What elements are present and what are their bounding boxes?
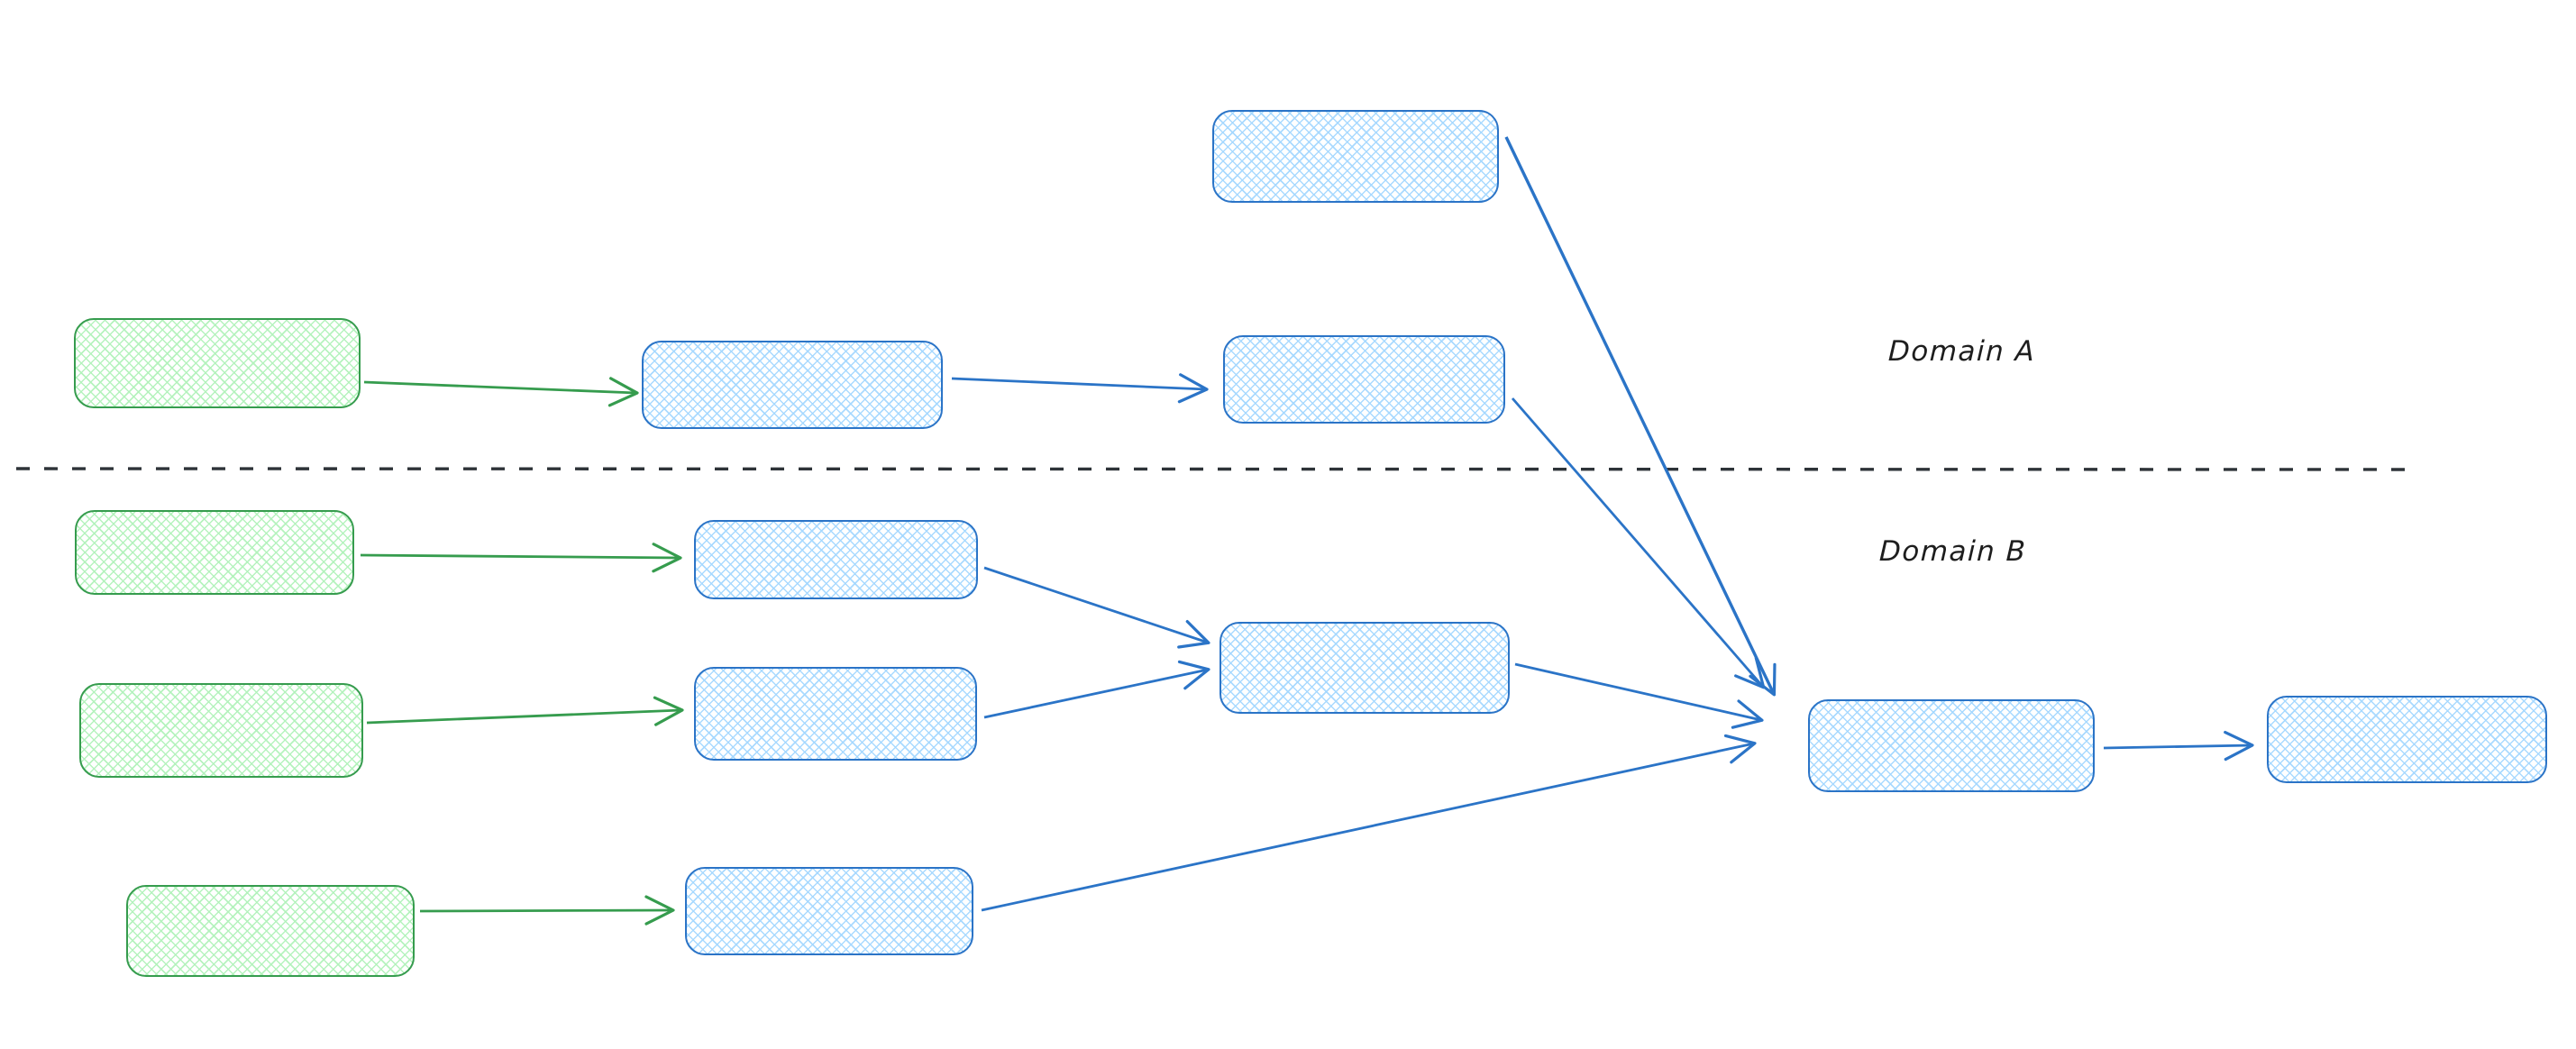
- node-blue-b-merge[interactable]: [1219, 622, 1510, 714]
- edge-green-b-source-3-to-blue-b-step-3[interactable]: [419, 895, 675, 926]
- node-blue-a-step1[interactable]: [642, 341, 943, 429]
- node-green-b-source-2[interactable]: [79, 683, 363, 778]
- edge-green-b-source-2-to-blue-b-step-2[interactable]: [366, 696, 684, 726]
- edge-blue-b-step-3-to-blue-main-merge[interactable]: [981, 734, 1757, 912]
- domain-b-label[interactable]: Domain B: [1878, 535, 2028, 568]
- node-green-b-source-3[interactable]: [126, 885, 415, 977]
- edge-blue-b-step-2-to-blue-b-merge[interactable]: [983, 660, 1210, 719]
- domain-a-label[interactable]: Domain A: [1887, 335, 2036, 368]
- node-blue-main-merge[interactable]: [1808, 699, 2095, 792]
- node-blue-b-step-3[interactable]: [685, 867, 973, 955]
- edge-blue-a-step1-to-blue-a-step2[interactable]: [951, 373, 1209, 404]
- node-blue-a-top[interactable]: [1212, 110, 1499, 203]
- node-green-a-source[interactable]: [74, 318, 361, 408]
- node-green-b-source-1[interactable]: [75, 510, 354, 595]
- node-blue-b-step-1[interactable]: [694, 520, 978, 599]
- edge-blue-a-top-to-blue-main-merge[interactable]: [1504, 136, 1777, 697]
- edge-green-b-source-1-to-blue-b-step-1[interactable]: [360, 543, 682, 573]
- edge-blue-b-step-1-to-blue-b-merge[interactable]: [983, 566, 1210, 649]
- edge-blue-main-merge-to-blue-final[interactable]: [2103, 730, 2254, 762]
- edge-blue-a-step2-to-blue-main-merge[interactable]: [1511, 397, 1766, 689]
- node-blue-a-step2[interactable]: [1223, 335, 1505, 424]
- edge-green-a-source-to-blue-a-step1[interactable]: [363, 377, 639, 407]
- edge-blue-b-merge-to-blue-main-merge[interactable]: [1514, 662, 1764, 729]
- node-blue-b-step-2[interactable]: [694, 667, 977, 761]
- domain-divider-dashed-line[interactable]: [15, 467, 2415, 471]
- node-blue-final[interactable]: [2267, 696, 2547, 783]
